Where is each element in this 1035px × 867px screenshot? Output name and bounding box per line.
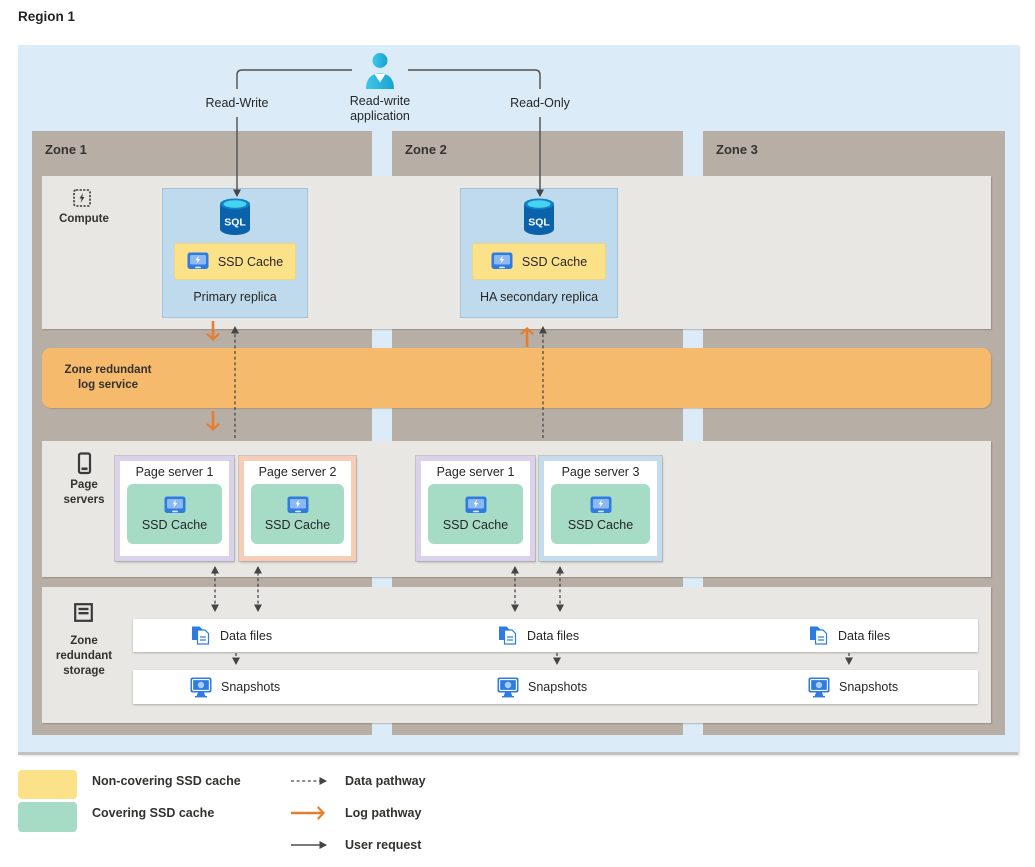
read-write-label: Read-Write bbox=[205, 96, 269, 110]
documents-icon bbox=[499, 626, 517, 645]
snapshots-label: Snapshots bbox=[839, 680, 899, 694]
covering-ssd-cache: SSD Cache bbox=[127, 484, 222, 544]
log-service-band bbox=[42, 348, 991, 408]
covering-ssd-cache: SSD Cache bbox=[251, 484, 344, 544]
application-label: Read-write application bbox=[349, 94, 411, 123]
page-server-box: Page server 3 SSD Cache bbox=[539, 456, 662, 561]
data-files-item: Data files bbox=[497, 619, 579, 652]
region-title: Region 1 bbox=[18, 9, 76, 24]
page-server-name: Page server 3 bbox=[561, 465, 640, 479]
page-server-box: Page server 1 SSD Cache bbox=[416, 456, 535, 561]
documents-icon bbox=[810, 626, 828, 645]
legend-log-pathway-label: Log pathway bbox=[345, 806, 422, 820]
secondary-replica-name: HA secondary replica bbox=[479, 290, 599, 304]
ha-secondary-replica-box: SQL SSD Cache HA secondary replica bbox=[460, 188, 618, 318]
data-files-label: Data files bbox=[220, 628, 273, 643]
data-files-bar: Data files Data files Data files bbox=[133, 619, 978, 652]
ssd-drive-icon bbox=[164, 496, 185, 513]
page-server-name: Page server 1 bbox=[436, 465, 515, 479]
snapshots-label: Snapshots bbox=[528, 680, 588, 694]
legend-covering-label: Covering SSD cache bbox=[92, 806, 215, 820]
server-tower-icon bbox=[77, 452, 92, 475]
sql-database-icon: SQL bbox=[220, 198, 250, 235]
non-covering-ssd-cache: SSD Cache bbox=[472, 243, 606, 280]
ssd-drive-icon bbox=[287, 496, 308, 513]
snapshots-bar: Snapshots Snapshots Snapshots bbox=[133, 670, 978, 704]
ssd-drive-icon bbox=[590, 496, 611, 513]
screen-snapshot-icon bbox=[497, 677, 519, 697]
legend-non-covering-label: Non-covering SSD cache bbox=[92, 774, 241, 788]
screen-snapshot-icon bbox=[190, 677, 212, 697]
sql-database-icon: SQL bbox=[524, 198, 554, 235]
ssd-drive-icon bbox=[491, 252, 513, 269]
cache-label: SSD Cache bbox=[141, 518, 208, 532]
data-files-label: Data files bbox=[527, 628, 580, 643]
person-icon bbox=[366, 53, 394, 89]
covering-ssd-cache: SSD Cache bbox=[428, 484, 523, 544]
primary-replica-box: SQL SSD Cache Primary replica bbox=[162, 188, 308, 318]
screen-snapshot-icon bbox=[808, 677, 830, 697]
compute-row-label: Compute bbox=[59, 213, 109, 225]
sql-icon-text: SQL bbox=[528, 217, 550, 229]
page-server-box: Page server 2 SSD Cache bbox=[239, 456, 356, 561]
cache-label: SSD Cache bbox=[521, 254, 588, 269]
primary-replica-name: Primary replica bbox=[193, 290, 277, 304]
cache-label: SSD Cache bbox=[567, 518, 634, 532]
read-only-label: Read-Only bbox=[510, 96, 570, 110]
ssd-drive-icon bbox=[187, 252, 209, 269]
snapshots-item: Snapshots bbox=[190, 670, 280, 704]
covering-ssd-cache: SSD Cache bbox=[551, 484, 650, 544]
data-files-item: Data files bbox=[190, 619, 272, 652]
non-covering-cache-swatch bbox=[18, 770, 77, 799]
log-service-label: Zone redundant log service bbox=[64, 364, 152, 391]
ssd-drive-icon bbox=[465, 496, 486, 513]
snapshots-label: Snapshots bbox=[221, 680, 281, 694]
sql-icon-text: SQL bbox=[224, 217, 246, 229]
storage-row-label: Zone redundant storage bbox=[55, 635, 113, 677]
cache-label: SSD Cache bbox=[442, 518, 509, 532]
application-user bbox=[360, 52, 400, 95]
documents-icon bbox=[192, 626, 210, 645]
page-server-name: Page server 1 bbox=[135, 465, 214, 479]
zone-2-label: Zone 2 bbox=[405, 142, 447, 157]
chip-icon bbox=[73, 189, 91, 207]
data-files-item: Data files bbox=[808, 619, 890, 652]
zone-3-label: Zone 3 bbox=[716, 142, 758, 157]
zone-1-label: Zone 1 bbox=[45, 142, 87, 157]
page-servers-row-label: Page servers bbox=[63, 479, 105, 506]
storage-drawer-icon bbox=[74, 603, 93, 622]
legend-user-request-label: User request bbox=[345, 838, 422, 852]
data-files-label: Data files bbox=[838, 628, 891, 643]
cache-label: SSD Cache bbox=[264, 518, 331, 532]
page-server-box: Page server 1 SSD Cache bbox=[115, 456, 234, 561]
legend-data-pathway-label: Data pathway bbox=[345, 774, 426, 788]
snapshots-item: Snapshots bbox=[497, 670, 587, 704]
snapshots-item: Snapshots bbox=[808, 670, 898, 704]
non-covering-ssd-cache: SSD Cache bbox=[174, 243, 296, 280]
cache-label: SSD Cache bbox=[217, 254, 284, 269]
covering-cache-swatch bbox=[18, 802, 77, 832]
page-server-name: Page server 2 bbox=[258, 465, 337, 479]
